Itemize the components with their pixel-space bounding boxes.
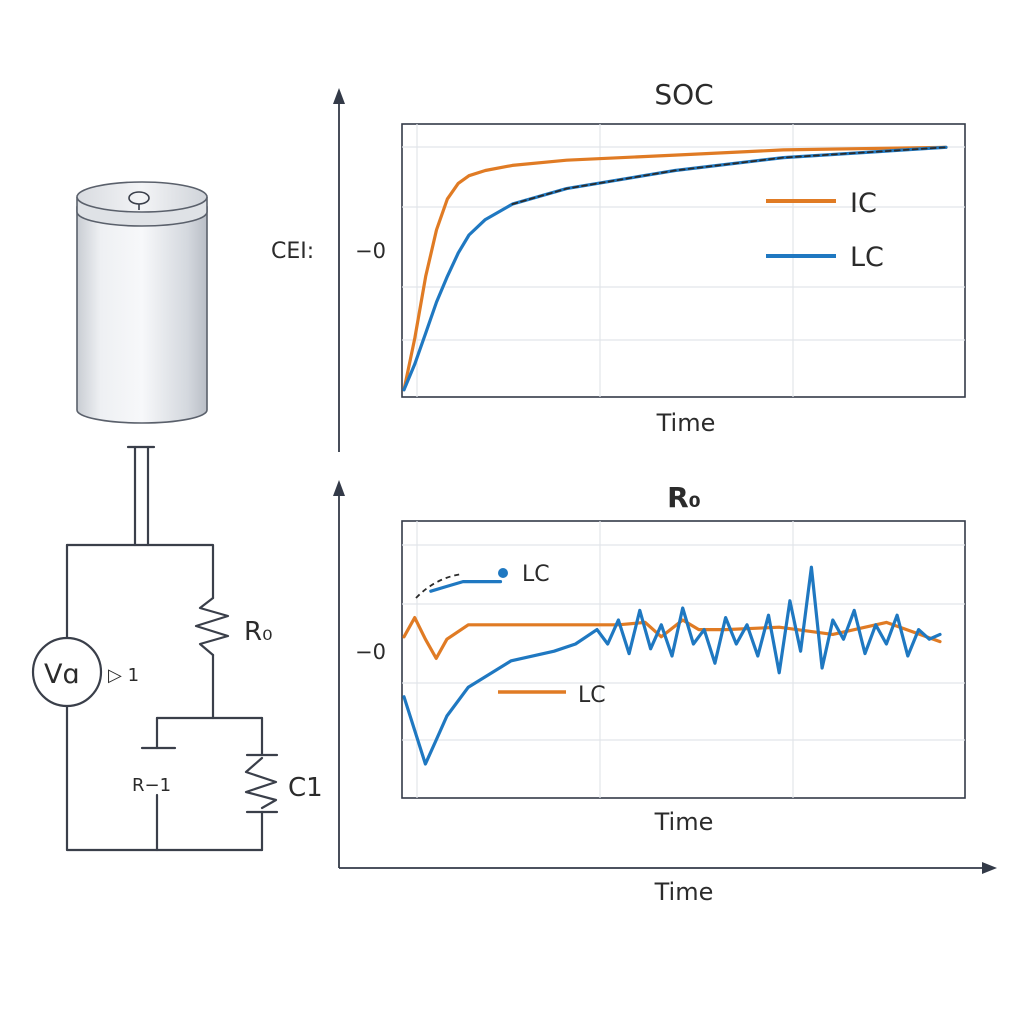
soc-series-line-2 [511,146,947,205]
battery-lead [126,445,156,547]
r0-series-line-1 [402,565,942,766]
r0-marker-dot [498,568,508,578]
r0-gridlines [402,521,965,798]
source-label: Vɑ [44,659,80,690]
r0-series-group [402,565,942,766]
x-axis-label: Time [654,878,714,906]
r0-label: R₀ [244,617,273,647]
soc-y-tick-label: −0 [355,239,386,263]
r0-y-tick-label: −0 [355,640,386,664]
r0-annotation-lower: LC [578,683,606,708]
r0-chart: R₀ LC LC −0 Time [355,481,966,836]
r0-resistor-symbol [194,596,230,657]
c1-label: C1 [288,773,323,803]
soc-gridlines [402,124,965,397]
voltage-source-symbol [31,636,103,708]
r0-chart-title: R₀ [667,481,701,514]
r1-label: R−1 [132,775,171,796]
r0-x-axis-label: Time [654,808,714,836]
soc-chart-title: SOC [654,78,713,111]
y-axis-label: CEI: [271,239,314,264]
r0-annotation-upper: LC [522,562,550,587]
r0-dashed-lead [415,573,463,599]
soc-legend: IC LC [766,188,884,273]
c1-component-symbol [244,753,279,814]
soc-chart: SOC −0 Time IC LC [355,78,966,437]
legend-label-ic: IC [850,188,877,219]
soc-series-group [402,145,948,392]
soc-x-axis-label: Time [656,409,716,437]
soc-series-line-0 [402,145,948,392]
r0-plot-area [401,520,966,799]
r0-series-line-0 [402,616,942,660]
legend-label-lc: LC [850,242,884,273]
source-arrow-label: ▷ 1 [108,665,139,686]
equivalent-circuit: Vɑ ▷ 1 R₀ R−1 C1 [31,543,323,852]
outer-axes [333,88,997,874]
r0-series-line-2 [429,580,503,593]
battery-cell-icon [76,181,208,424]
